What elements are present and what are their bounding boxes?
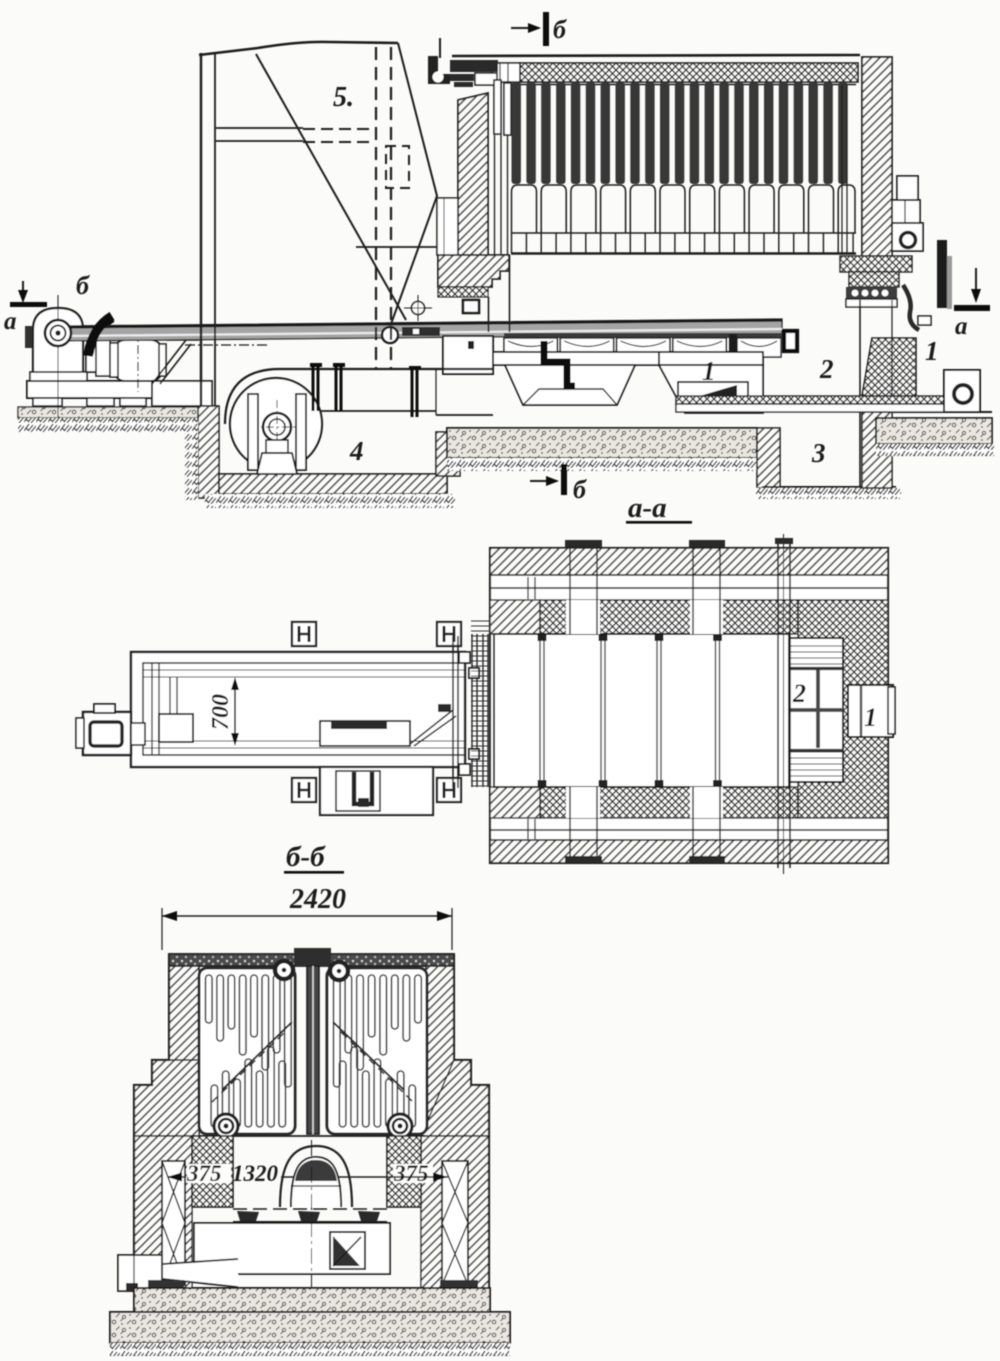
- svg-text:3: 3: [811, 438, 826, 468]
- svg-text:1: 1: [864, 703, 877, 732]
- svg-text:a: a: [4, 308, 17, 335]
- svg-text:2: 2: [819, 354, 834, 384]
- svg-text:б: б: [76, 271, 90, 300]
- svg-text:1: 1: [925, 336, 939, 366]
- svg-text:1320: 1320: [232, 1161, 279, 1186]
- svg-text:2420: 2420: [289, 884, 346, 915]
- svg-text:4: 4: [349, 436, 364, 466]
- svg-text:375: 375: [393, 1161, 429, 1186]
- svg-text:б: б: [553, 15, 567, 44]
- svg-text:б-б: б-б: [286, 841, 326, 873]
- svg-text:375: 375: [186, 1161, 222, 1186]
- svg-text:б: б: [573, 475, 587, 504]
- svg-text:1: 1: [702, 356, 716, 386]
- svg-text:a: a: [955, 313, 968, 340]
- svg-text:a-a: a-a: [628, 492, 667, 524]
- svg-text:2: 2: [792, 679, 806, 708]
- svg-text:700: 700: [208, 694, 234, 730]
- svg-text:5.: 5.: [333, 82, 354, 113]
